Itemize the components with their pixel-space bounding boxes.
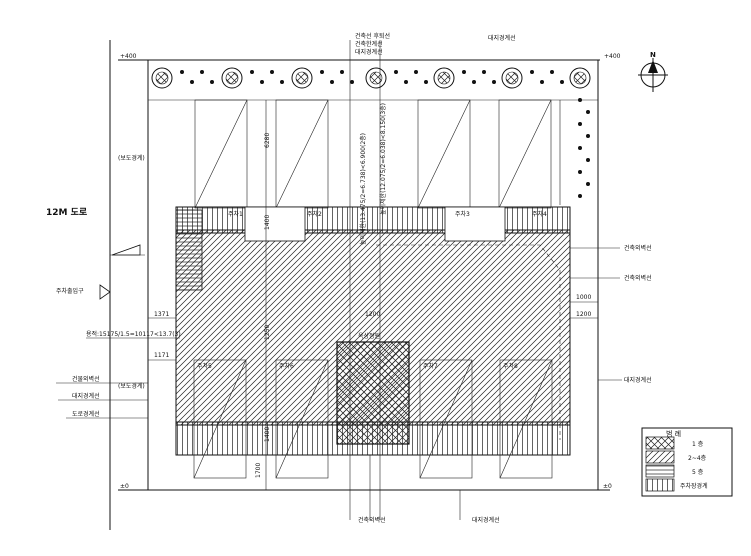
right-site-label: 대지경계선	[624, 376, 652, 384]
parking-bays-top	[194, 99, 552, 209]
tree-icon	[569, 67, 591, 89]
sidewalk-label-top: (보도경계)	[118, 154, 145, 162]
sidewalk-label-mid: (보도경계)	[118, 382, 145, 390]
level-marker-top-right: +400	[604, 53, 621, 60]
building-footprint	[175, 206, 571, 456]
shrub-dots	[180, 70, 590, 198]
dim-1371: 1371	[154, 311, 169, 318]
right-upper-label: 건축외벽선	[624, 244, 652, 252]
top-stack-label-1: 건축선 후퇴선	[355, 32, 390, 40]
height-limit-lines	[265, 40, 381, 520]
bottom-right-label: 대지경계선	[472, 516, 500, 524]
parking-label-3: 주차3	[455, 210, 470, 218]
bottom-center-label: 건축외벽선	[358, 516, 386, 524]
legend	[641, 427, 733, 497]
parking-label-7: 주차7	[423, 362, 438, 370]
road-line-label: 도로경계선	[72, 410, 100, 418]
height-limit-label-1: 높이제한(13.475/2=6.738)<6.900(2층)	[359, 133, 367, 245]
parking-label-2: 주차2	[307, 210, 322, 218]
building-line-label: 건물외벽선	[72, 375, 100, 383]
dim-1400-bottom: 1400	[264, 427, 271, 442]
tree-icon	[365, 67, 387, 89]
legend-item-2: 2~4층	[688, 454, 707, 462]
tree-icon	[501, 67, 523, 89]
top-stack-label-3: 대지경계선	[355, 48, 383, 56]
dim-mid: 1200	[365, 311, 380, 318]
north-arrow-icon	[638, 58, 668, 92]
top-right-label: 대지경계선	[488, 34, 516, 42]
site-line-label: 대지경계선	[72, 392, 100, 400]
level-marker-top-left: +400	[120, 53, 137, 60]
right-middle-label: 건축외벽선	[624, 274, 652, 282]
road-label: 12M 도로	[46, 207, 88, 218]
parking-label-1: 주차1	[228, 210, 243, 218]
dim-1171: 1171	[154, 352, 169, 359]
dim-1700: 1700	[255, 463, 262, 478]
legend-title: 범 례	[666, 429, 681, 438]
height-limit-label-2: 높이제한(12.075/2=6.038)<8.150(3층)	[379, 103, 387, 215]
level-marker-bottom-right: ±0	[603, 483, 612, 490]
legend-item-4: 주차장경계	[680, 482, 708, 490]
roof-label: 옥상정원	[358, 332, 380, 340]
tree-icon	[221, 67, 243, 89]
parking-label-4: 주차4	[532, 210, 547, 218]
legend-item-3: 5 층	[692, 468, 704, 476]
tree-icon	[151, 67, 173, 89]
parking-bays-bottom	[193, 359, 553, 479]
tree-icon	[433, 67, 455, 89]
north-label: N	[650, 51, 656, 59]
legend-item-1: 1 층	[692, 440, 704, 448]
setback-label: 용적:15175/1.5=10117<13.7(3)	[86, 331, 181, 338]
level-marker-bottom-left: ±0	[120, 483, 129, 490]
dim-1250: 1250	[264, 325, 271, 340]
dim-6280: 6280	[264, 133, 271, 148]
parking-label-8: 주차8	[503, 362, 518, 370]
tree-row	[151, 67, 591, 198]
top-stack-label-2: 건축한계선	[355, 40, 383, 48]
dim-1400-top: 1400	[264, 215, 271, 230]
entrance-label: 주차출입구	[56, 287, 84, 295]
parking-label-5: 주차5	[197, 362, 212, 370]
parking-label-6: 주차6	[279, 362, 294, 370]
dim-1000: 1000	[576, 294, 591, 301]
dim-1200: 1200	[576, 311, 591, 318]
left-leaders	[56, 244, 622, 520]
tree-icon	[291, 67, 313, 89]
